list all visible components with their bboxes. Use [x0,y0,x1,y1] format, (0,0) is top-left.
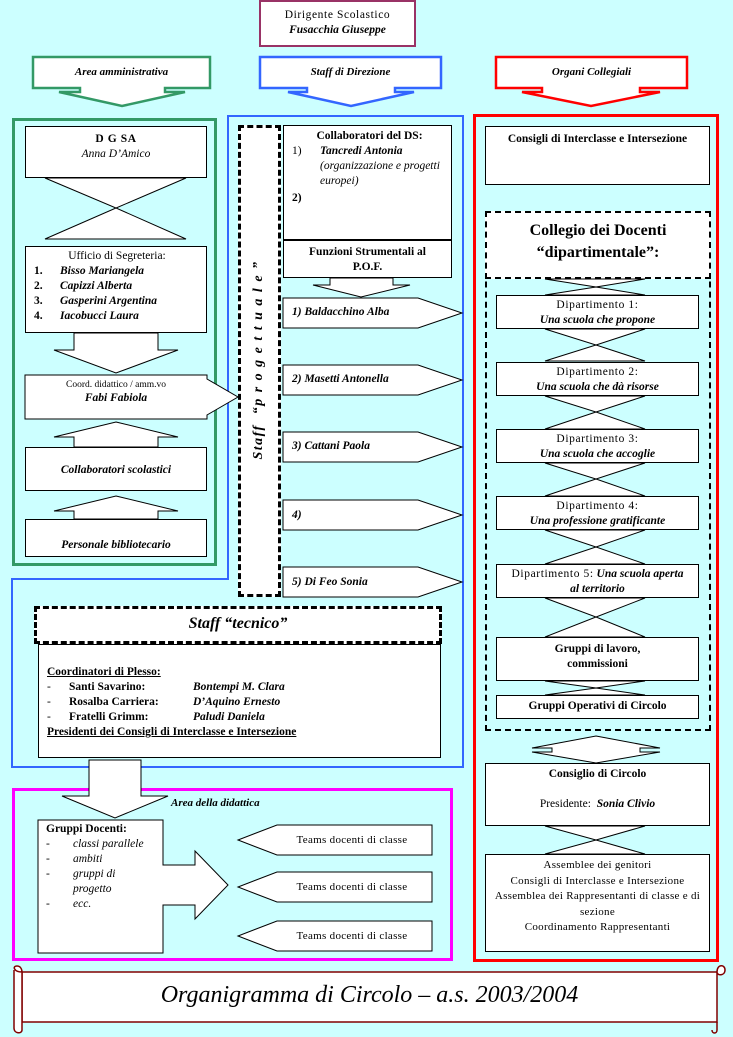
consiglio-circolo-box: Consiglio di Circolo Presidente: Sonia C… [485,763,710,826]
dipartimento-label: Dipartimento 3: [556,433,639,445]
team-docenti-item: Teams docenti di classe [296,930,408,942]
consiglio-circolo-title: Consiglio di Circolo [548,768,647,780]
presidenti-consigli: Presidenti dei Consigli di Interclasse e… [47,726,297,738]
dipartimento-box: Dipartimento 4: Una professione gratific… [496,496,699,530]
consiglio-presidente: Presidente: Sonia Clivio [539,798,656,810]
gruppo-item: -ambiti [46,853,103,865]
collegio-docenti-subtitle: “dipartimentale”: [536,244,660,261]
dgsa-name: Anna D’Amico [81,148,151,160]
plesso-row: - Fratelli Grimm: Paludi Daniela [47,711,265,723]
staff-progettuale-box [238,125,281,597]
gruppi-operativi-box: Gruppi Operativi di Circolo [496,695,699,719]
coord-didattico-title: Coord. didattico / amm.vo [65,380,166,390]
gruppo-item: -classi parallele [46,838,144,850]
dipartimento-box: Dipartimento 5: Una scuola aperta al ter… [496,564,699,598]
staff-tecnico-box: Coordinatori di Plesso: - Santi Savarino… [38,644,441,758]
assemblee-item: Consigli di Interclasse e Intersezione [510,874,685,887]
funzione-item: 3) Cattani Paola [292,440,370,452]
funzioni-strumentali-title: Funzioni Strumentali al P.O.F. [309,246,426,273]
dipartimento-label: Dipartimento 4: [556,500,639,512]
funzione-item: 1) Baldacchino Alba [292,306,390,318]
dipartimento-desc: Una professione gratificante [529,515,666,527]
gruppi-docenti: Gruppi Docenti: -classi parallele -ambit… [46,822,161,912]
segreteria-title: Ufficio di Segreteria: [68,250,166,262]
plesso-row: - Rosalba Carriera: D’Aquino Ernesto [47,696,281,708]
dipartimento-label: Dipartimento 5: [511,568,594,580]
dipartimento-desc: Una scuola che accoglie [539,448,656,460]
assemblee-item: Coordinamento Rappresentanti [524,921,671,933]
gruppo-item: -ecc. [46,898,92,910]
organi-area-frame [473,114,719,962]
segreteria-box: Ufficio di Segreteria: 1.Bisso Mariangel… [25,246,207,333]
assemblee-item: Assemblee dei genitori [543,859,652,871]
admin-area-frame [12,118,217,566]
footer-title: Organigramma di Circolo – a.s. 2003/2004 [160,982,579,1008]
team-docenti-item: Teams docenti di classe [296,834,408,846]
plesso-row: - Santi Savarino: Bontempi M. Clara [47,681,285,693]
dgsa-title: D G SA [95,133,137,145]
gruppi-docenti-title: Gruppi Docenti: [46,823,127,835]
staff-area-frame [227,115,464,580]
funzione-item: 5) Di Feo Sonia [292,576,368,588]
collegio-docenti-title: Collegio dei Docenti [529,222,667,239]
dirigente-name: Fusacchia Giuseppe [289,24,386,36]
staff-tecnico-title: Staff “tecnico” [188,615,288,632]
assemblee-item: Assemblea dei Rappresentanti di classe e… [494,890,701,918]
didattica-area-frame [12,788,453,961]
collegio-docenti-box: Collegio dei Docenti “dipartimentale”: [485,211,711,279]
dipartimento-label: Dipartimento 2: [556,366,639,378]
funzioni-strumentali-box: Funzioni Strumentali al P.O.F. [283,240,452,278]
collaboratori-ds-box: Collaboratori del DS: 1) Tancredi Antoni… [283,125,452,240]
team-docenti-item: Teams docenti di classe [296,881,408,893]
segreteria-member: 1.Bisso Mariangela [34,265,145,277]
collaboratore-item: 1) Tancredi Antonia(organizzazione e pro… [292,145,440,187]
gruppo-item: -gruppi di progetto [46,868,116,895]
header-area-amministrativa: Area amministrativa [74,66,169,78]
assemblee-box: Assemblee dei genitori Consigli di Inter… [485,854,710,952]
dipartimento-box: Dipartimento 1: Una scuola che propone [496,295,699,329]
dipartimento-desc: Una scuola che dà risorse [536,381,659,393]
collaboratori-scolastici-label: Collaboratori scolastici [60,464,172,476]
funzione-item: 4) [292,509,302,521]
coordinatori-plesso-title: Coordinatori di Plesso: [47,666,161,678]
consigli-interclasse-box: Consigli di Interclasse e Intersezione [485,126,710,185]
dipartimento-label: Dipartimento 1: [556,299,639,311]
collaboratori-scolastici-box: Collaboratori scolastici [25,447,207,491]
personale-bibliotecario-box: Personale bibliotecario [25,519,207,557]
dirigente-box: Dirigente Scolastico Fusacchia Giuseppe [259,0,416,47]
dipartimento-desc: Una scuola aperta al territorio [570,568,684,595]
consigli-interclasse-label: Consigli di Interclasse e Intersezione [507,133,688,145]
gruppi-operativi-label: Gruppi Operativi di Circolo [528,700,667,712]
segreteria-member: 4.Iacobucci Laura [34,310,139,322]
funzione-item: 2) Masetti Antonella [292,373,389,385]
didattica-title: Area della didattica [171,797,260,809]
header-organi-collegiali: Organi Collegiali [551,66,632,78]
staff-tecnico-title-box: Staff “tecnico” [34,606,442,644]
coord-didattico-box: Coord. didattico / amm.vo Fabi Fabiola [25,379,207,406]
gruppi-lavoro-label: Gruppi di lavoro, commissioni [554,643,641,670]
dipartimento-box: Dipartimento 3: Una scuola che accoglie [496,429,699,463]
collaboratori-ds-title: Collaboratori del DS: [316,130,423,142]
dipartimento-desc: Una scuola che propone [539,314,656,326]
dirigente-role: Dirigente Scolastico [284,9,391,21]
segreteria-member: 3.Gasperini Argentina [34,295,158,307]
personale-bibliotecario-label: Personale bibliotecario [61,539,171,551]
collaboratore-item: 2) [292,192,302,204]
header-staff-direzione: Staff di Direzione [310,66,391,78]
gruppi-lavoro-box: Gruppi di lavoro, commissioni [496,637,699,681]
coord-didattico-name: Fabi Fabiola [84,392,148,404]
segreteria-member: 2.Capizzi Alberta [34,280,133,292]
dipartimento-box: Dipartimento 2: Una scuola che dà risors… [496,362,699,396]
